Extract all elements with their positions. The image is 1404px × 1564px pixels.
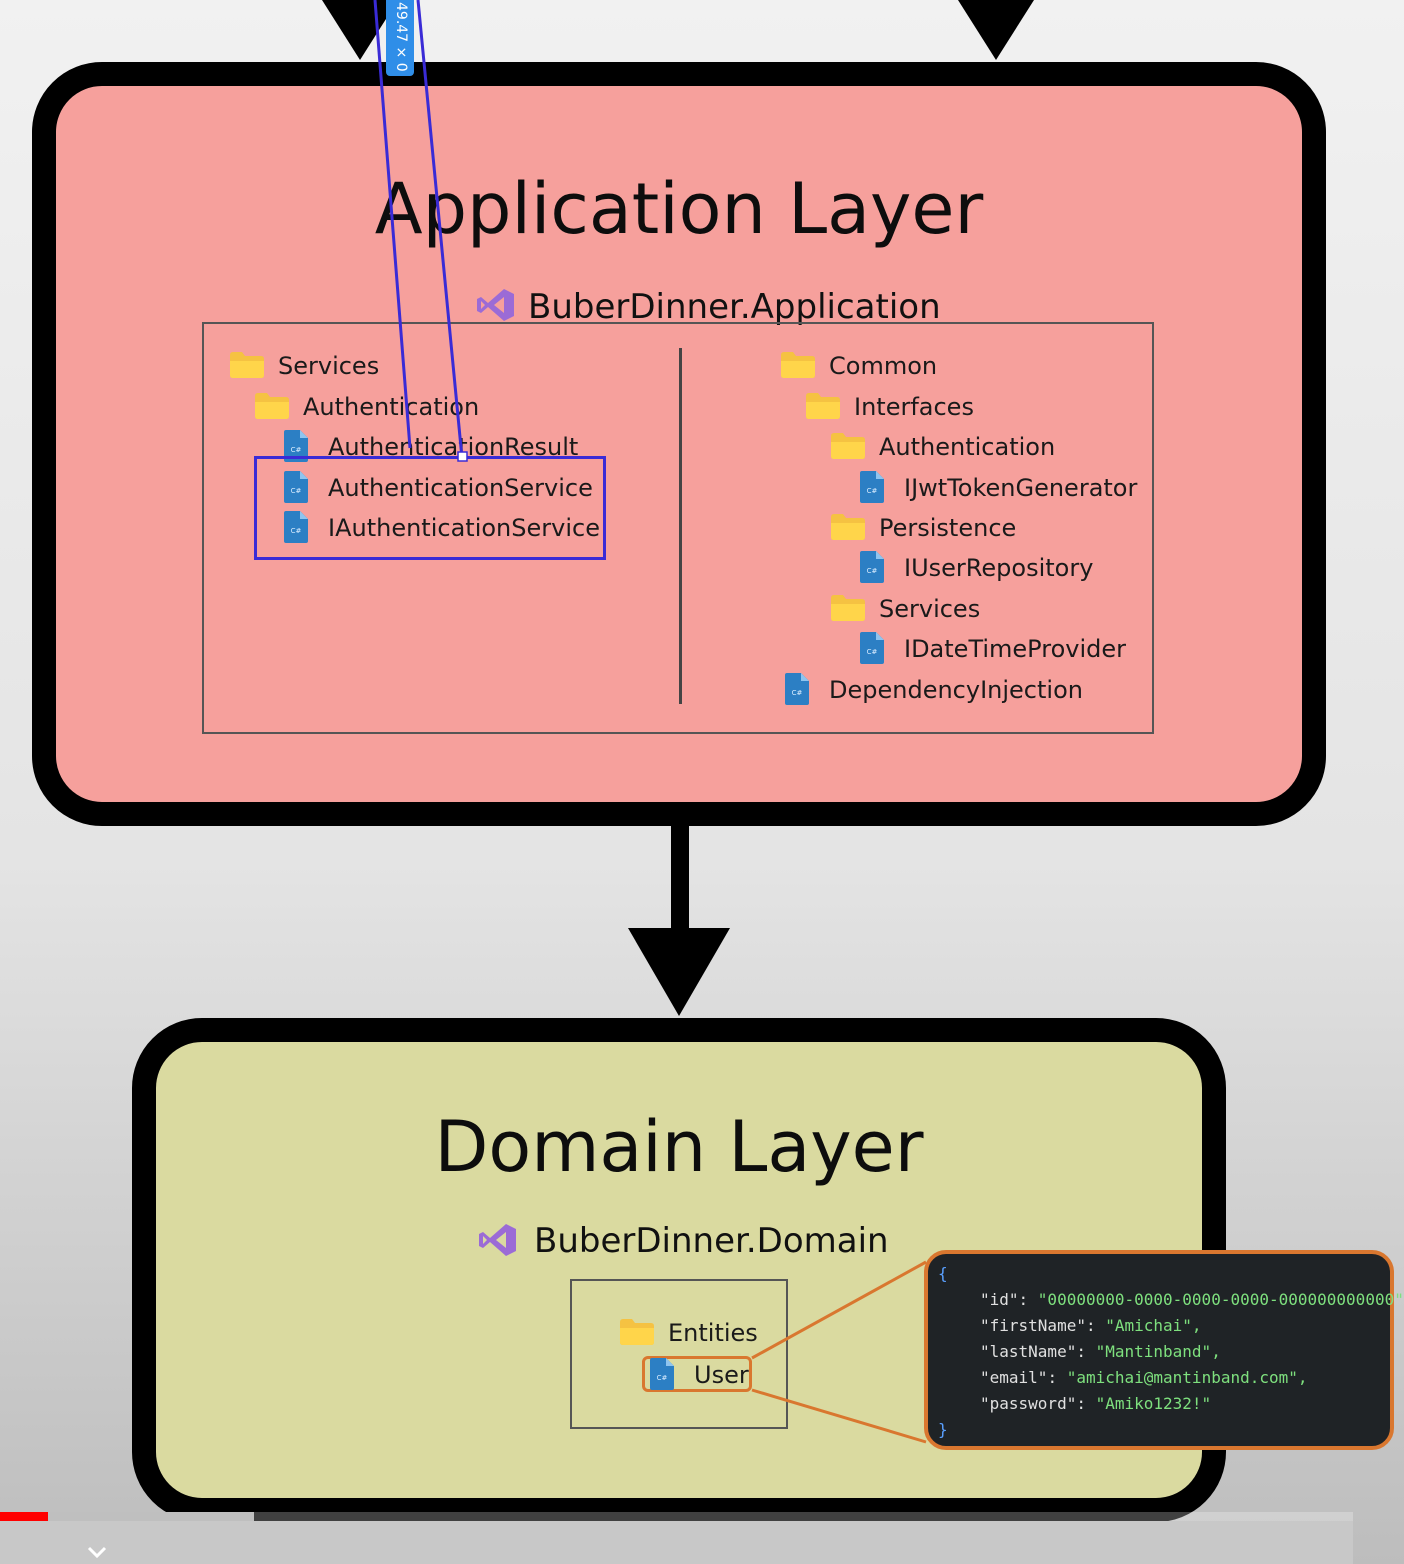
json-sep: : [1085, 1316, 1106, 1335]
json-key: "email" [980, 1368, 1048, 1387]
folder-icon [806, 393, 840, 419]
tree-label: AuthenticationService [328, 474, 593, 502]
json-value: "Mantinband", [1095, 1342, 1221, 1361]
json-key: "id" [980, 1290, 1019, 1309]
json-value: "00000000-0000-0000-0000-000000000000" [1037, 1290, 1404, 1309]
folder-icon [620, 1319, 654, 1345]
tree-label: Authentication [879, 433, 1056, 461]
folder-icon [831, 433, 865, 459]
csharp-file-icon: C# [284, 471, 308, 503]
tree-label: User [694, 1361, 749, 1389]
csharp-file-icon: C# [860, 632, 884, 664]
json-sep: : [1076, 1394, 1096, 1413]
json-line-lastname: "lastName": "Mantinband", [980, 1342, 1221, 1362]
application-layer-title: Application Layer [374, 168, 984, 250]
csharp-file-icon: C# [860, 551, 884, 583]
json-sep: : [1076, 1342, 1096, 1361]
svg-text:C#: C# [867, 648, 878, 656]
measurement-badge: 49.47 × 0 [386, 0, 414, 76]
svg-text:C#: C# [867, 567, 878, 575]
user-highlight [642, 1356, 752, 1392]
incoming-arrows [322, 0, 1034, 60]
json-line-password: "password": "Amiko1232!" [980, 1394, 1211, 1414]
tree-label: Services [879, 595, 981, 623]
visual-studio-icon [477, 289, 514, 321]
json-line-id: "id": "00000000-0000-0000-0000-000000000… [980, 1290, 1404, 1310]
tree-label: Entities [668, 1319, 758, 1347]
video-buffer-fill [0, 1512, 254, 1521]
json-key: "lastName" [980, 1342, 1077, 1361]
svg-text:C#: C# [291, 446, 302, 454]
incoming-arrow-left [322, 0, 398, 60]
svg-text:C#: C# [291, 487, 302, 495]
csharp-file-icon: C# [785, 673, 809, 705]
application-project-panel [202, 322, 1154, 734]
svg-text:C#: C# [657, 1374, 668, 1382]
json-open-brace: { [938, 1264, 948, 1283]
json-value: "Amiko1232!" [1095, 1394, 1212, 1413]
player-controls-bar [0, 1521, 1353, 1564]
json-sep: : [1047, 1368, 1067, 1387]
tree-label: Persistence [879, 514, 1017, 542]
tree-label: Services [278, 352, 380, 380]
svg-text:C#: C# [291, 527, 302, 535]
tree-label: IUserRepository [904, 554, 1094, 582]
video-progress-bar[interactable] [0, 1512, 1353, 1521]
json-key: "firstName" [980, 1316, 1086, 1335]
domain-project-panel [570, 1279, 788, 1429]
visual-studio-icon [479, 1224, 516, 1256]
tree-label: IJwtTokenGenerator [904, 474, 1138, 502]
csharp-file-icon: C# [650, 1358, 674, 1390]
tree-label: Interfaces [854, 393, 974, 421]
json-key: "password" [980, 1394, 1077, 1413]
user-json-panel: { "id": "00000000-0000-0000-0000-0000000… [924, 1250, 1404, 1450]
json-sep: : [1018, 1290, 1038, 1309]
domain-layer-title: Domain Layer [434, 1106, 924, 1188]
measurement-lines [373, 0, 468, 462]
tree-label: Authentication [303, 393, 480, 421]
folder-icon [255, 393, 289, 419]
json-close-brace: } [938, 1420, 948, 1439]
csharp-file-icon: C# [860, 471, 884, 503]
folder-icon [831, 514, 865, 540]
application-project-name: BuberDinner.Application [528, 287, 941, 327]
chevron-down-icon[interactable] [86, 1545, 108, 1559]
video-played-fill [0, 1512, 48, 1521]
json-value: "amichai@mantinband.com", [1066, 1368, 1308, 1387]
csharp-file-icon: C# [284, 511, 308, 543]
domain-project-name: BuberDinner.Domain [534, 1221, 889, 1261]
tree-label: DependencyInjection [829, 676, 1083, 704]
tree-label: IAuthenticationService [328, 514, 600, 542]
panel-divider [679, 348, 682, 704]
svg-text:C#: C# [867, 487, 878, 495]
callout-lines [751, 1260, 927, 1444]
application-layer-box: Application Layer BuberDinner.Applicatio… [32, 62, 1326, 826]
folder-icon [831, 595, 865, 621]
folder-icon [781, 352, 815, 378]
csharp-file-icon: C# [284, 430, 308, 462]
selection-box[interactable] [254, 456, 606, 560]
json-value: "Amichai", [1105, 1316, 1202, 1335]
json-line-firstname: "firstName": "Amichai", [980, 1316, 1202, 1336]
dependency-arrow [628, 822, 730, 1016]
json-line-email: "email": "amichai@mantinband.com", [980, 1368, 1308, 1388]
svg-text:C#: C# [792, 689, 803, 697]
tree-label: Common [829, 352, 938, 380]
tree-label: IDateTimeProvider [904, 635, 1126, 663]
incoming-arrow-right [958, 0, 1034, 60]
folder-icon [230, 352, 264, 378]
